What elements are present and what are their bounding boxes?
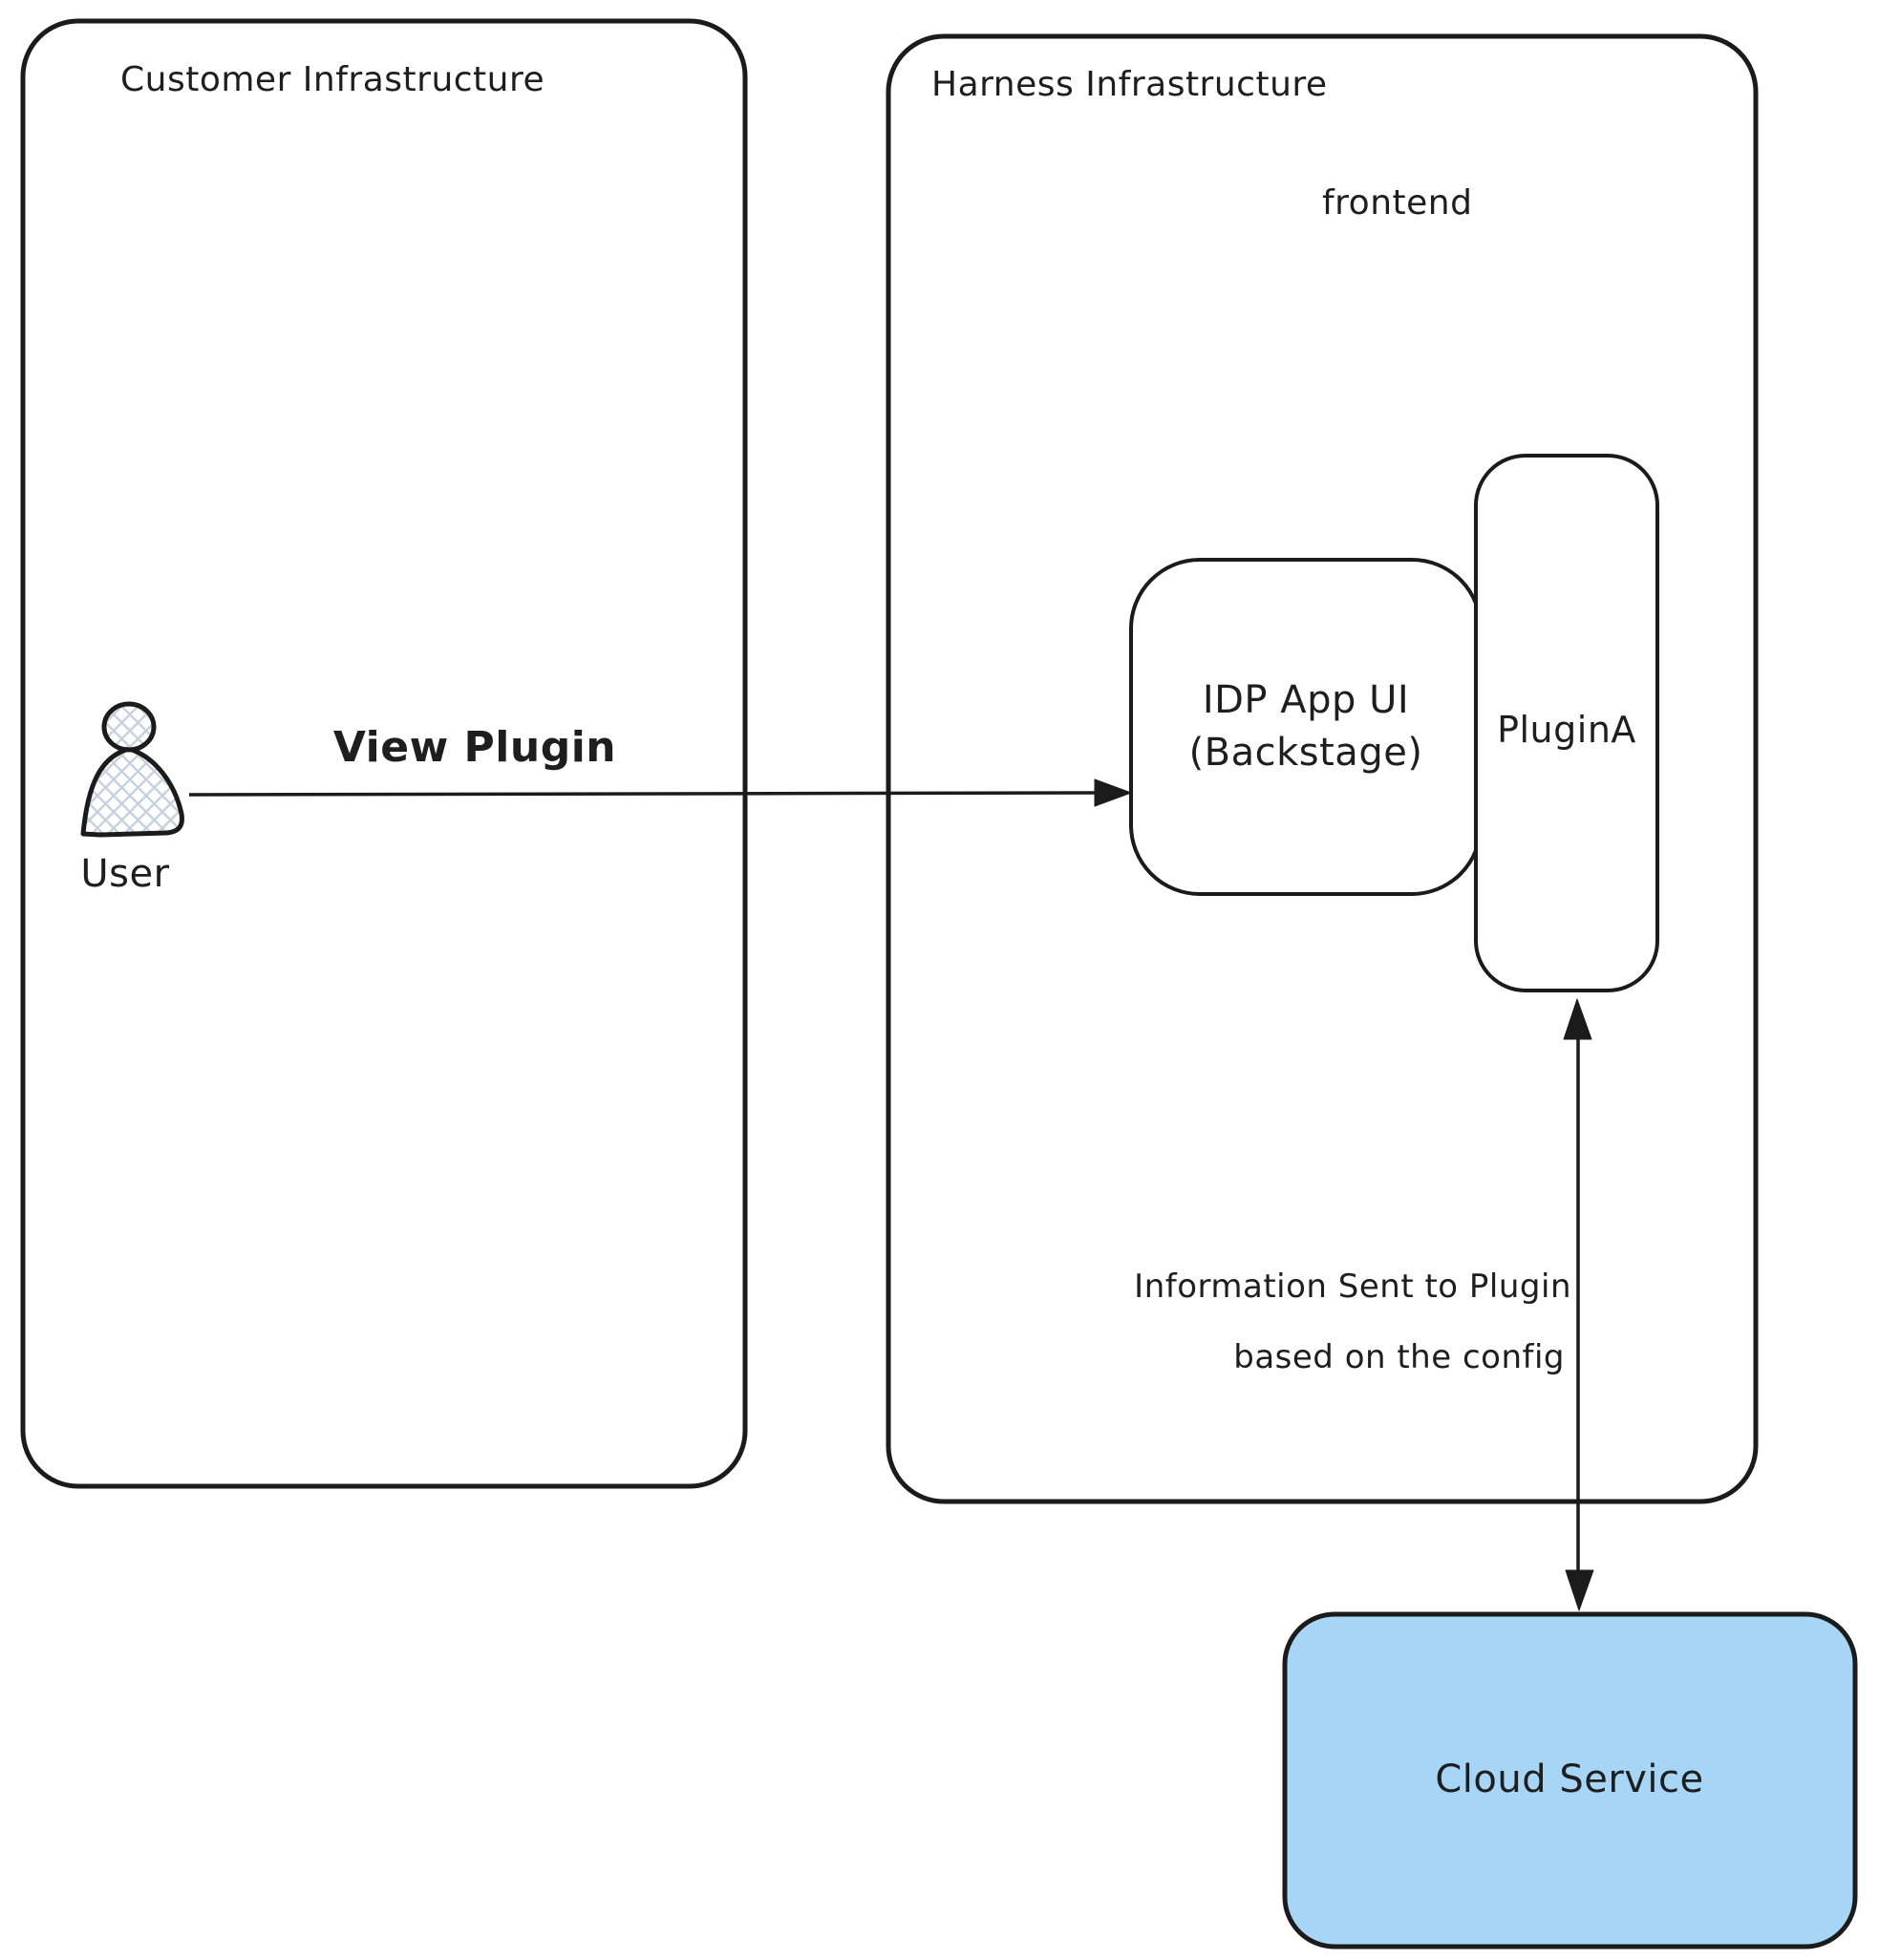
view-plugin-arrow-line xyxy=(188,791,1100,797)
user-body-shape xyxy=(80,746,184,838)
cloud-service-label: Cloud Service xyxy=(1435,1758,1703,1801)
customer-infrastructure-label: Customer Infrastructure xyxy=(120,60,544,99)
idp-app-ui-label-line1: IDP App UI xyxy=(1203,678,1409,722)
user-head-shape xyxy=(101,701,157,753)
view-plugin-arrowhead-icon xyxy=(1094,778,1132,807)
idp-app-ui-box xyxy=(1129,558,1483,896)
plugin-a-box xyxy=(1474,454,1659,992)
view-plugin-label: View Plugin xyxy=(333,723,616,772)
user-icon xyxy=(80,701,184,838)
info-arrow xyxy=(1563,998,1594,1611)
info-arrowhead-down-icon xyxy=(1565,1569,1594,1611)
view-plugin-arrow xyxy=(188,778,1132,807)
cloud-service-box xyxy=(1282,1611,1858,1949)
info-arrowhead-up-icon xyxy=(1563,998,1592,1040)
user-label: User xyxy=(80,852,169,896)
customer-infrastructure-box xyxy=(20,18,748,1489)
harness-infrastructure-label: Harness Infrastructure xyxy=(931,65,1328,104)
idp-app-ui-label-line2: (Backstage) xyxy=(1189,731,1423,775)
frontend-label: frontend xyxy=(1322,183,1472,223)
info-label-line1: Information Sent to Plugin xyxy=(1134,1268,1571,1306)
plugin-a-label: PluginA xyxy=(1497,709,1636,751)
info-label-line2: based on the config xyxy=(1233,1338,1565,1376)
